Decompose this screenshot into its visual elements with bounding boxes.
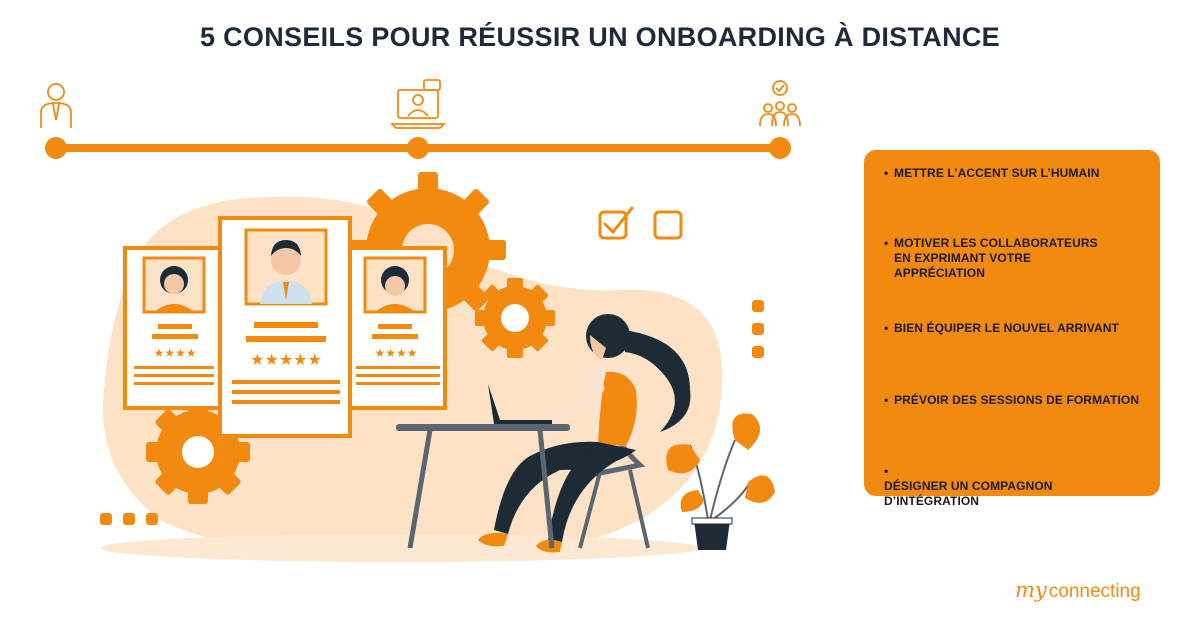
tip-item: •MOTIVER LES COLLABORATEURS EN EXPRIMANT… xyxy=(884,236,1098,280)
checkbox-empty-icon xyxy=(653,210,683,240)
gear-icon xyxy=(146,400,250,504)
profile-card: ★★★★★ xyxy=(218,216,352,438)
team-check-icon xyxy=(759,80,801,127)
tip-item: •BIEN ÉQUIPER LE NOUVEL ARRIVANT xyxy=(884,321,1119,335)
brand-name: connecting xyxy=(1048,581,1141,602)
dots-decoration xyxy=(100,300,764,525)
tip-item: •DÉSIGNER UN COMPAGNON D’INTÉGRATION xyxy=(884,464,1053,508)
profile-card: ★★★★ xyxy=(123,246,222,410)
svg-text:★★★★: ★★★★ xyxy=(153,346,196,360)
gear-icon xyxy=(475,278,555,358)
tip-item: •METTRE L’ACCENT SUR L’HUMAIN xyxy=(884,166,1100,180)
page-title: 5 CONSEILS POUR RÉUSSIR UN ONBOARDING À … xyxy=(200,22,1000,52)
svg-text:★★★★★: ★★★★★ xyxy=(250,352,322,369)
woman-at-laptop xyxy=(396,314,691,553)
profile-card: ★★★★ xyxy=(348,246,447,410)
tips-panel: •METTRE L’ACCENT SUR L’HUMAIN •MOTIVER L… xyxy=(864,150,1160,508)
video-call-icon xyxy=(389,79,447,129)
svg-text:★★★★: ★★★★ xyxy=(374,346,417,360)
plant-icon xyxy=(666,413,775,550)
checkbox-checked-icon xyxy=(598,206,634,240)
timeline xyxy=(45,137,791,159)
employee-icon xyxy=(40,83,72,128)
tip-item: •PRÉVOIR DES SESSIONS DE FORMATION xyxy=(884,393,1140,407)
brand-prefix: my xyxy=(1015,578,1047,602)
